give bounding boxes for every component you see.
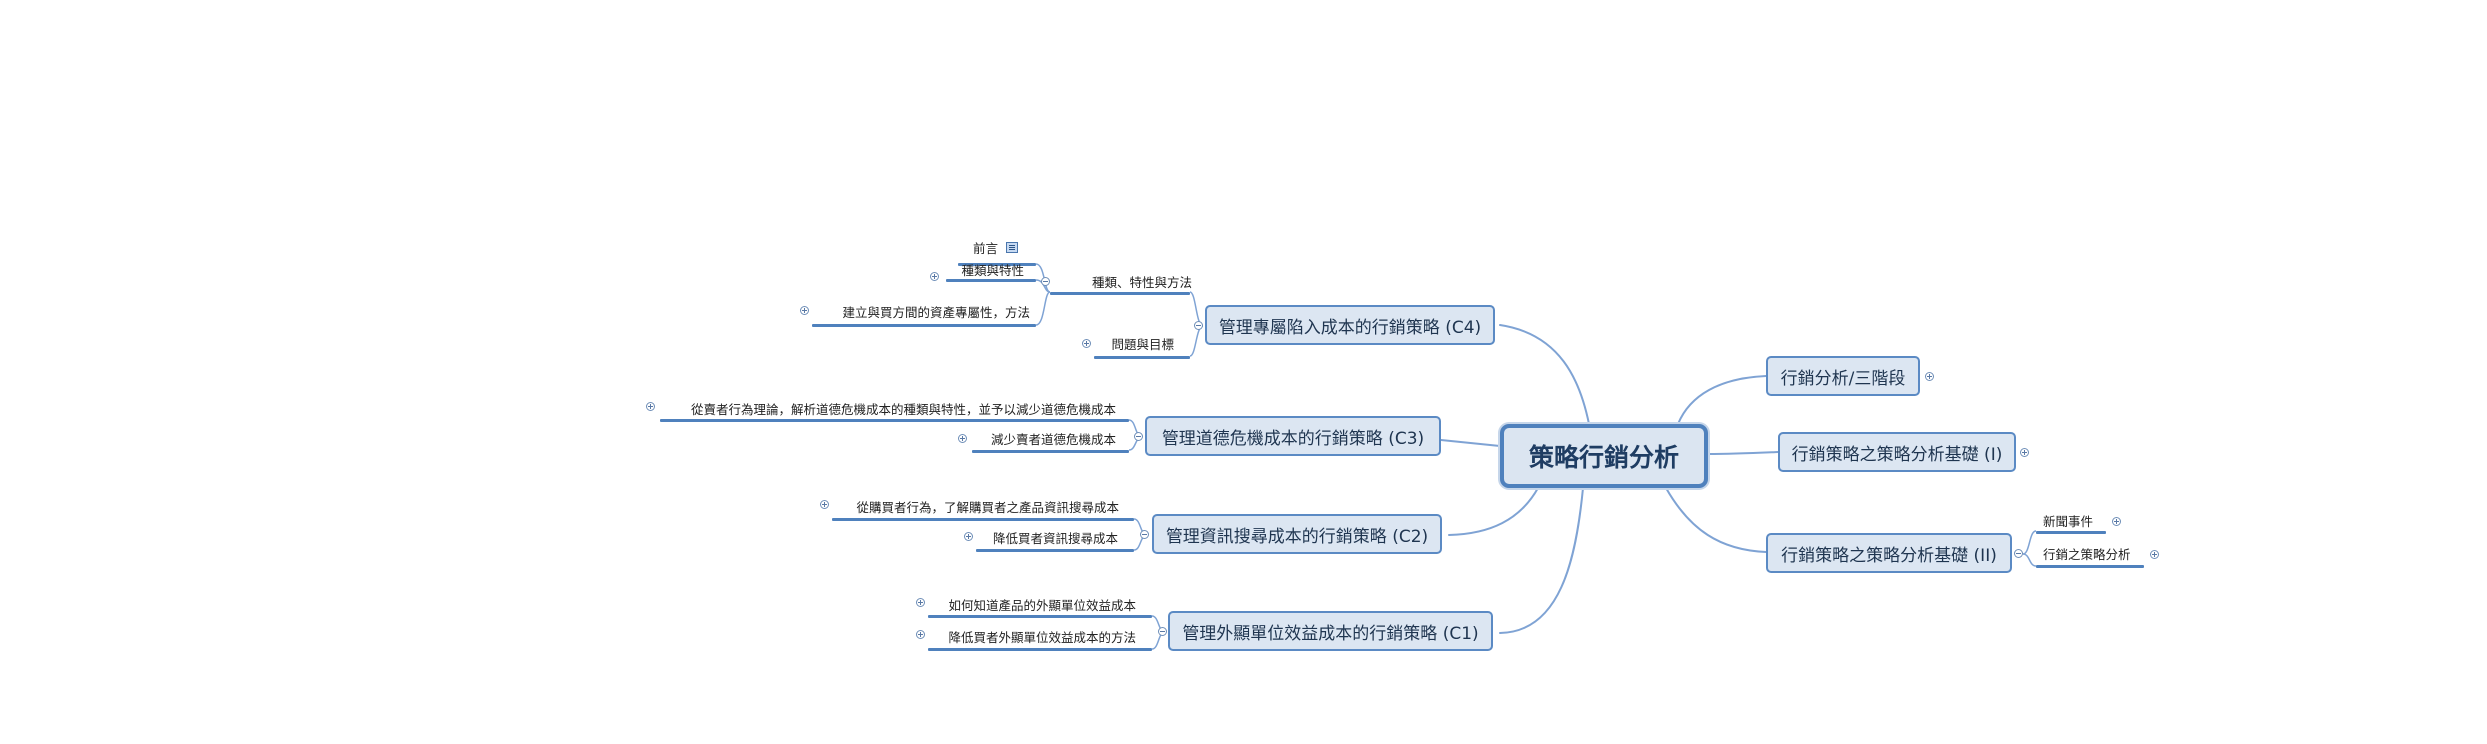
- subtopic-underline: [928, 615, 1152, 618]
- subtopic-underline: [946, 279, 1036, 282]
- expand-plus-icon[interactable]: [930, 272, 939, 281]
- subtopic-preface[interactable]: 前言: [972, 241, 998, 256]
- expand-plus-icon[interactable]: [646, 402, 655, 411]
- branch-c4-specific-sunk-cost[interactable]: 管理專屬陷入成本的行銷策略 (C4): [1205, 305, 1495, 345]
- subtopic-problems-and-goals[interactable]: 問題與目標: [1111, 337, 1174, 352]
- collapse-minus-icon[interactable]: [1158, 627, 1167, 636]
- subtopic-know-explicit-unit-benefit-cost[interactable]: 如何知道產品的外顯單位效益成本: [948, 598, 1136, 613]
- subtopic-underline: [2036, 565, 2144, 568]
- expand-plus-icon[interactable]: [2150, 550, 2159, 559]
- subtopic-types-characteristics-methods[interactable]: 種類、特性與方法: [1091, 275, 1192, 290]
- subtopic-types-and-characteristics[interactable]: 種類與特性: [961, 263, 1024, 278]
- expand-plus-icon[interactable]: [916, 598, 925, 607]
- central-topic[interactable]: 策略行銷分析: [1500, 424, 1708, 488]
- subtopic-underline: [2036, 531, 2106, 534]
- collapse-minus-icon[interactable]: [1134, 432, 1143, 441]
- expand-plus-icon[interactable]: [2112, 517, 2121, 526]
- subtopic-asset-specificity-methods[interactable]: 建立與買方間的資產專屬性，方法: [842, 305, 1030, 320]
- branch-c1-explicit-unit-benefit-cost[interactable]: 管理外顯單位效益成本的行銷策略 (C1): [1168, 611, 1493, 651]
- branch-c2-information-search-cost[interactable]: 管理資訊搜尋成本的行銷策略 (C2): [1152, 514, 1442, 554]
- subtopic-underline: [976, 549, 1134, 552]
- subtopic-underline: [958, 263, 1036, 266]
- subtopic-lower-explicit-unit-benefit-cost[interactable]: 降低買者外顯單位效益成本的方法: [948, 630, 1136, 645]
- subtopic-buyer-search-cost-understanding[interactable]: 從購買者行為，了解購買者之產品資訊搜尋成本: [856, 500, 1119, 515]
- expand-plus-icon[interactable]: [800, 306, 809, 315]
- subtopic-marketing-strategic-analysis[interactable]: 行銷之策略分析: [2043, 547, 2131, 562]
- collapse-minus-icon[interactable]: [1041, 277, 1050, 286]
- expand-plus-icon[interactable]: [916, 630, 925, 639]
- subtopic-underline: [660, 419, 1129, 422]
- subtopic-news-event[interactable]: 新聞事件: [2043, 514, 2094, 529]
- subtopic-underline: [832, 518, 1134, 521]
- branch-strategic-analysis-basis-1[interactable]: 行銷策略之策略分析基礎 (I): [1778, 432, 2016, 472]
- expand-plus-icon[interactable]: [2020, 448, 2029, 457]
- branch-marketing-analysis-three-stages[interactable]: 行銷分析/三階段: [1766, 356, 1920, 396]
- expand-plus-icon[interactable]: [958, 434, 967, 443]
- subtopic-underline: [972, 450, 1129, 453]
- subtopic-underline: [1094, 356, 1190, 359]
- expand-plus-icon[interactable]: [964, 532, 973, 541]
- branch-strategic-analysis-basis-2[interactable]: 行銷策略之策略分析基礎 (II): [1766, 533, 2012, 573]
- subtopic-seller-behavior-theory[interactable]: 從賣者行為理論，解析道德危機成本的種類與特性，並予以減少道德危機成本: [690, 402, 1116, 417]
- expand-plus-icon[interactable]: [1925, 372, 1934, 381]
- collapse-minus-icon[interactable]: [1194, 321, 1203, 330]
- collapse-minus-icon[interactable]: [2014, 549, 2023, 558]
- collapse-minus-icon[interactable]: [1140, 530, 1149, 539]
- subtopic-lower-buyer-search-cost[interactable]: 降低買者資訊搜尋成本: [992, 531, 1118, 546]
- branch-c3-moral-hazard-cost[interactable]: 管理道德危機成本的行銷策略 (C3): [1145, 416, 1441, 456]
- subtopic-underline: [812, 324, 1036, 327]
- subtopic-reduce-seller-moral-hazard[interactable]: 減少賣者道德危機成本: [990, 432, 1116, 447]
- subtopic-underline: [1050, 292, 1190, 295]
- note-icon[interactable]: [1006, 242, 1018, 253]
- expand-plus-icon[interactable]: [1082, 339, 1091, 348]
- expand-plus-icon[interactable]: [820, 500, 829, 509]
- subtopic-underline: [928, 648, 1152, 651]
